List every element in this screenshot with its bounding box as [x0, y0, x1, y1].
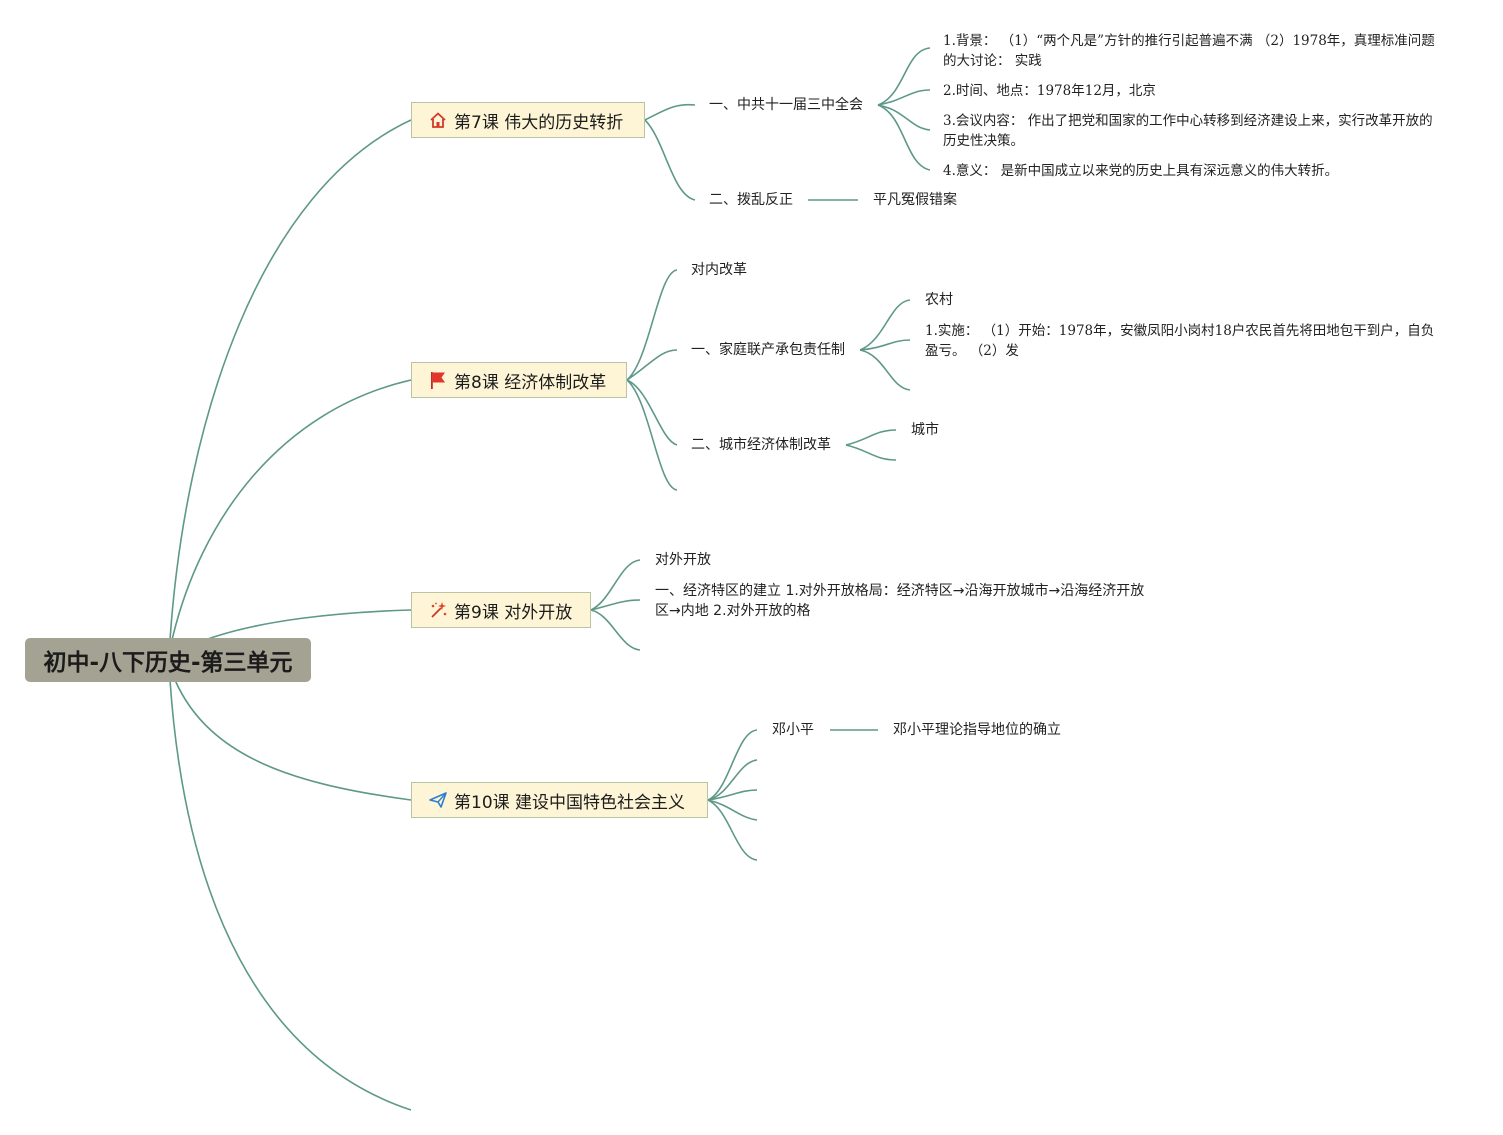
- detail-significance[interactable]: 4.意义： 是新中国成立以来党的历史上具有深远意义的伟大转折。: [943, 163, 1339, 179]
- topic-domestic-reform[interactable]: 对内改革: [691, 262, 747, 278]
- lesson-8-title: 第8课 经济体制改革: [454, 372, 607, 393]
- detail-meeting-content[interactable]: 3.会议内容： 作出了把党和国家的工作中心转移到经济建设上来，实行改革开放的历史…: [943, 113, 1433, 149]
- lesson-9-title: 第9课 对外开放: [454, 602, 573, 623]
- paper-plane-icon: [428, 790, 448, 810]
- lesson-7-title: 第7课 伟大的历史转折: [454, 112, 624, 133]
- detail-city[interactable]: 城市: [911, 422, 939, 438]
- detail-redress-cases[interactable]: 平凡冤假错案: [873, 192, 957, 208]
- house-icon: [428, 110, 448, 130]
- lesson-10-title: 第10课 建设中国特色社会主义: [454, 792, 686, 813]
- topic-opening-up[interactable]: 对外开放: [655, 552, 711, 568]
- detail-implementation[interactable]: 1.实施： （1）开始：1978年，安徽凤阳小岗村18户农民首先将田地包干到户，…: [925, 323, 1435, 359]
- detail-time-place[interactable]: 2.时间、地点：1978年12月，北京: [943, 83, 1156, 99]
- topic-third-plenum[interactable]: 一、中共十一届三中全会: [709, 97, 863, 113]
- topic-set-things-right[interactable]: 二、拨乱反正: [709, 192, 793, 208]
- detail-background[interactable]: 1.背景： （1）“两个凡是”方针的推行引起普遍不满 （2）1978年，真理标准…: [943, 33, 1435, 69]
- detail-countryside[interactable]: 农村: [925, 292, 953, 308]
- topic-deng-xiaoping[interactable]: 邓小平: [772, 722, 814, 738]
- topic-household-responsibility[interactable]: 一、家庭联产承包责任制: [691, 342, 845, 358]
- root-topic[interactable]: 初中-八下历史-第三单元: [25, 638, 311, 682]
- topic-urban-reform[interactable]: 二、城市经济体制改革: [691, 437, 831, 453]
- lesson-7-node[interactable]: 第7课 伟大的历史转折: [411, 102, 645, 138]
- lesson-9-node[interactable]: 第9课 对外开放: [411, 592, 591, 628]
- sparkle-wand-icon: [428, 600, 448, 620]
- red-flag-icon: [428, 370, 448, 390]
- lesson-10-node[interactable]: 第10课 建设中国特色社会主义: [411, 782, 708, 818]
- topic-special-economic-zones[interactable]: 一、经济特区的建立 1.对外开放格局：经济特区→沿海开放城市→沿海经济开放区→内…: [655, 583, 1145, 619]
- lesson-8-node[interactable]: 第8课 经济体制改革: [411, 362, 627, 398]
- detail-deng-theory[interactable]: 邓小平理论指导地位的确立: [893, 722, 1061, 738]
